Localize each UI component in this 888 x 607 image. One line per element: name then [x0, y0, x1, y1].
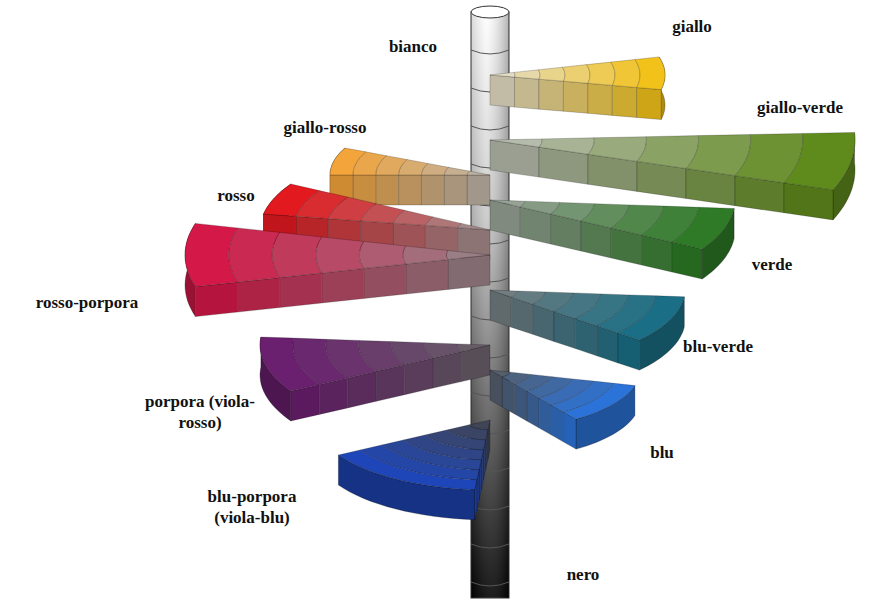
wedge-step	[457, 344, 490, 352]
wedge-step	[587, 62, 615, 85]
hue-label: nero	[565, 564, 602, 585]
hue-wedges	[185, 57, 855, 520]
wedge-face	[421, 175, 444, 205]
wedge-face	[280, 273, 322, 308]
wedge-step	[260, 337, 319, 391]
wedge-step	[672, 207, 734, 249]
hue-label: blu	[648, 442, 676, 463]
wedge-face	[588, 83, 613, 115]
wedge-step	[458, 223, 490, 230]
wedge-step	[467, 171, 490, 175]
wedge-step	[330, 148, 366, 175]
hue-label: blu-verde	[681, 336, 755, 357]
wedge-face	[490, 75, 515, 107]
wedge-step	[490, 139, 542, 147]
wedge-step	[338, 450, 477, 490]
wedge-face	[612, 85, 636, 117]
wedge-step	[562, 65, 590, 84]
wedge-step	[359, 242, 406, 269]
wedge-face	[399, 175, 422, 205]
hue-wedge	[490, 200, 734, 279]
wedge-step	[618, 296, 684, 340]
wedge-face	[515, 77, 539, 109]
hue-label: giallo	[670, 16, 714, 37]
hue-wedge	[490, 370, 635, 449]
wedge-face	[322, 269, 364, 304]
wedge-step	[637, 136, 699, 169]
wedge-face	[637, 88, 662, 120]
wedge-step	[588, 137, 646, 162]
hue-wedge	[490, 290, 684, 370]
wedge-step	[316, 237, 364, 273]
axis-segment	[471, 544, 509, 548]
hue-wedge	[490, 57, 665, 120]
wedge-step	[185, 223, 238, 286]
wedge-face	[444, 175, 467, 205]
wedge-step	[514, 70, 540, 79]
hue-label: verde	[750, 254, 795, 275]
wedge-face	[448, 255, 490, 290]
axis-segment	[471, 582, 509, 586]
wedge-face	[467, 175, 490, 205]
wedge-step	[611, 60, 640, 88]
hue-wedge	[185, 223, 490, 316]
wedge-face	[238, 278, 280, 313]
axis-segment	[471, 126, 509, 130]
wedge-step	[784, 132, 855, 190]
wedge-face	[539, 79, 564, 111]
hue-label: porpora (viola-rosso)	[139, 391, 261, 434]
hue-label: giallo-verde	[755, 97, 845, 118]
wedge-step	[635, 57, 665, 90]
wedge-face	[376, 175, 399, 205]
hue-label: blu-porpora (viola-blu)	[194, 486, 310, 529]
wedge-face	[364, 264, 406, 299]
wedge-step	[446, 251, 490, 260]
wedge-face	[406, 260, 448, 295]
wedge-step	[490, 72, 515, 77]
wedge-step	[539, 138, 594, 155]
hue-wedge	[260, 337, 490, 421]
hue-label: bianco	[387, 36, 439, 57]
wedge-step	[490, 200, 525, 207]
wedge-step	[272, 232, 322, 277]
wedge-face	[195, 282, 237, 317]
hue-label: giallo-rosso	[282, 117, 369, 138]
wedge-face	[563, 81, 587, 113]
wedge-step	[564, 383, 635, 419]
wedge-step	[403, 246, 448, 264]
hue-label: rosso	[215, 185, 256, 206]
wedge-step	[229, 228, 280, 282]
hue-wedge	[338, 420, 490, 520]
hue-label: rosso-porpora	[34, 292, 141, 313]
hue-wedge	[330, 148, 490, 205]
wedge-step	[264, 184, 320, 216]
wedge-step	[444, 167, 469, 175]
axis-segment	[471, 50, 509, 54]
wedge-step	[538, 67, 565, 81]
